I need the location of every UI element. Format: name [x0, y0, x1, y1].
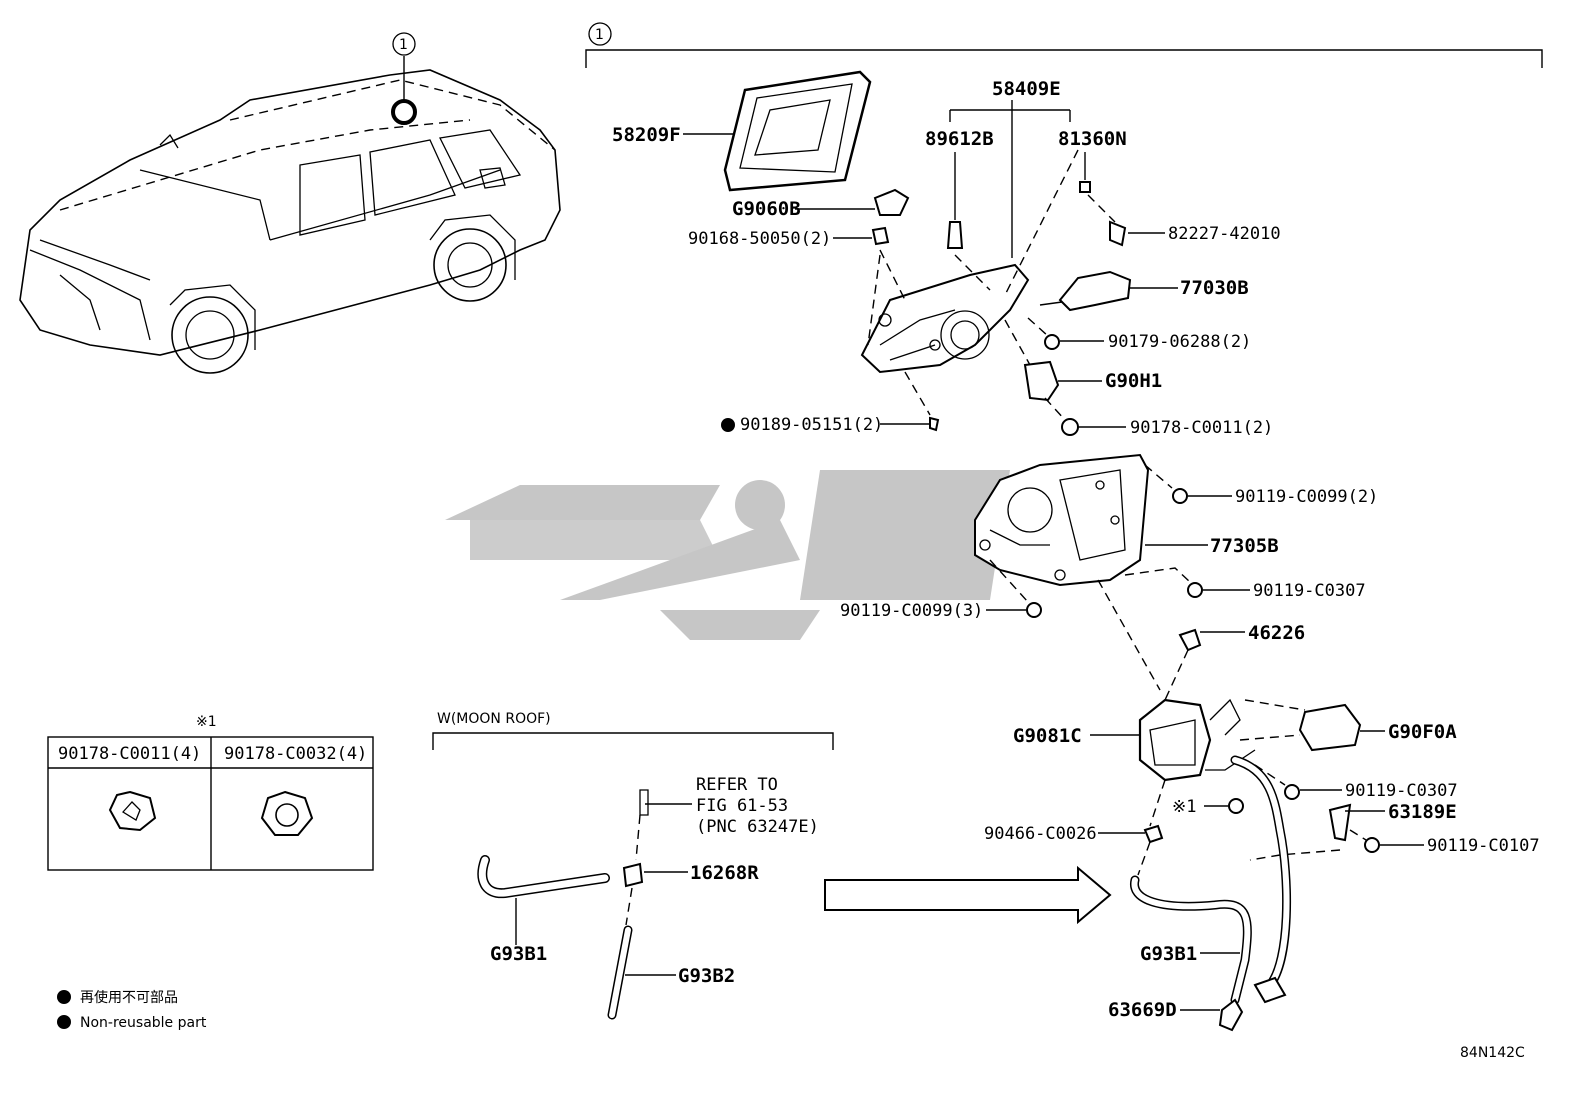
clip-icon [108, 790, 157, 832]
label-bolt-a: 90168-50050(2) [688, 229, 831, 249]
label-ref-note1: ※1 [1172, 797, 1196, 817]
legend-en: Non-reusable part [80, 1015, 207, 1031]
table-col1: 90178-C0011(4) [58, 744, 201, 764]
arrow-icon [824, 865, 1112, 925]
label-bolt-b: 90119-C0099(2) [1235, 487, 1378, 507]
label-connector-clamp: 82227-42010 [1168, 224, 1281, 244]
label-clip-nonreusable: 90189-05151(2) [740, 415, 883, 435]
label-fuel-lid: 58209F [612, 124, 681, 146]
label-wiring: 81360N [1058, 128, 1127, 150]
label-lid-opener: 77030B [1180, 277, 1249, 299]
table-note: ※1 [196, 714, 217, 730]
fastener-table: ※1 90178-C0011(4) 90178-C0032(4) [47, 714, 374, 871]
label-bracket: 77305B [1210, 535, 1279, 557]
legend: 再使用不可部品 Non-reusable part [57, 989, 207, 1031]
label-lid-stopper: 89612B [925, 128, 994, 150]
refer-line2: FIG 61-53 [696, 796, 788, 816]
label-wire-clamp: 46226 [1248, 622, 1305, 644]
label-bolt-e: 90119-C0307 [1345, 781, 1458, 801]
label-hose-a: G93B1 [490, 943, 547, 965]
group-bracket: 1 [585, 22, 1543, 68]
label-bolt-c: 90119-C0307 [1253, 581, 1366, 601]
refer-line3: (PNC 63247E) [696, 817, 819, 837]
label-actuator: G9081C [1013, 725, 1082, 747]
moon-roof-title: W(MOON ROOF) [437, 711, 551, 727]
group-ref-marker: 1 [595, 27, 604, 43]
bracket-assembly: 77305B 90119-C0099(2) 90119-C0307 90119-… [840, 453, 1378, 621]
refer-line1: REFER TO [696, 775, 778, 795]
actuator-region: 46226 G9081C G90F0A 90119-C0307 ※1 63189… [984, 579, 1540, 1032]
label-hinge-assy: 58409E [992, 78, 1061, 100]
ref-marker: 1 [399, 37, 408, 53]
fuel-lid: 58209F [612, 70, 872, 192]
label-module: G90F0A [1388, 721, 1457, 743]
label-switch: G90H1 [1105, 370, 1162, 392]
watermark-logo [445, 470, 1010, 640]
table-col2: 90178-C0032(4) [224, 744, 367, 764]
label-hose-main: G93B1 [1140, 943, 1197, 965]
legend-jp: 再使用不可部品 [80, 989, 178, 1006]
label-bumper: G9060B [732, 198, 801, 220]
figure-code: 84N142C [1460, 1045, 1525, 1061]
upper-callouts: 58409E 89612B 81360N 82227-42010 77030B … [688, 78, 1281, 438]
label-joint: 16268R [690, 862, 759, 884]
label-plate: 63189E [1388, 801, 1457, 823]
label-bolt-d: 90119-C0099(3) [840, 601, 983, 621]
label-nut: 90466-C0026 [984, 824, 1097, 844]
label-hose-b: G93B2 [678, 965, 735, 987]
moon-roof-section: W(MOON ROOF) REFER TO FIG 61-53 (PNC 632… [432, 711, 1112, 1020]
label-bolt-f: 90119-C0107 [1427, 836, 1540, 856]
hinge-housing [860, 263, 1030, 374]
label-clip-b: 90178-C0011(2) [1130, 418, 1273, 438]
vehicle-illustration: 1 [19, 32, 561, 374]
location-marker [391, 99, 417, 125]
label-screw-a: 90179-06288(2) [1108, 332, 1251, 352]
label-grommet: 63669D [1108, 999, 1177, 1021]
